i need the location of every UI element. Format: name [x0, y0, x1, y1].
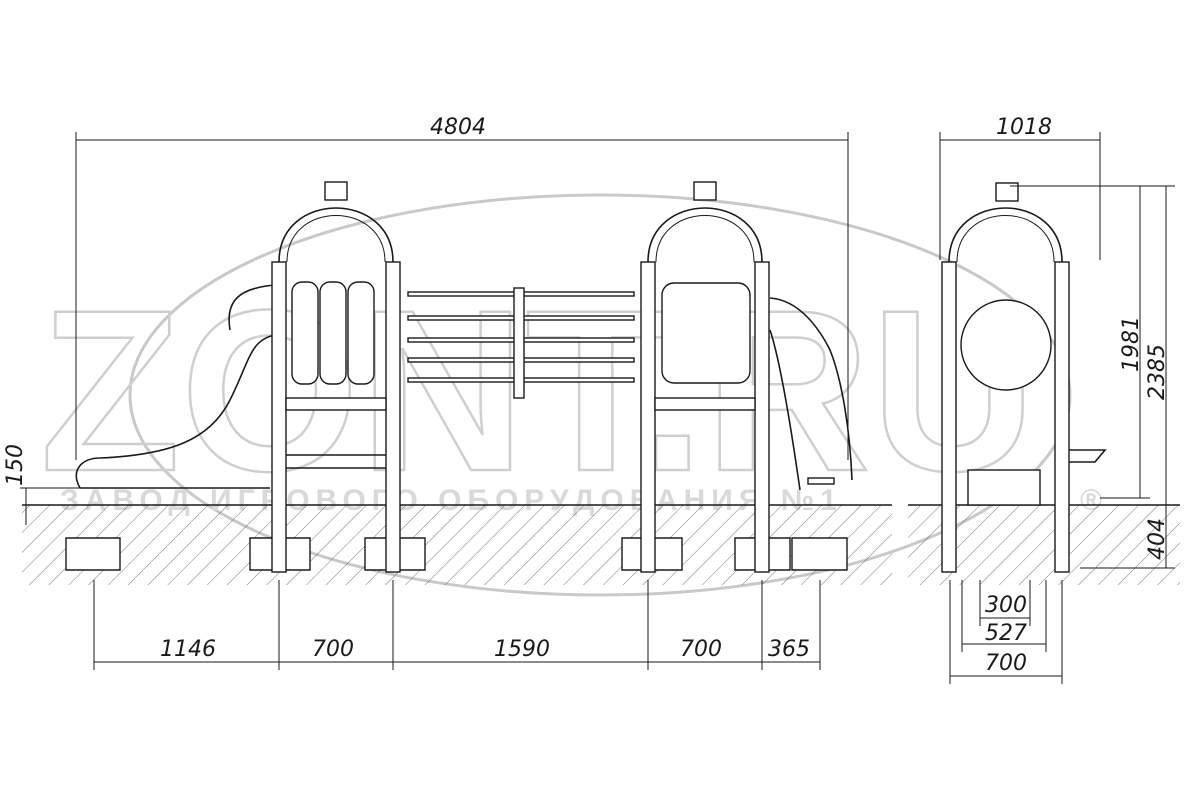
- dim-side-300: 300: [985, 593, 1027, 618]
- dim-spacing-2: 700: [312, 637, 354, 662]
- dim-overall-depth: 1018: [996, 115, 1052, 140]
- slide-left: [75, 284, 276, 489]
- dim-side-700: 700: [985, 651, 1027, 676]
- tower-right: [640, 181, 770, 573]
- dim-foundation-depth: 404: [1145, 518, 1170, 560]
- dim-spacing-4: 700: [680, 637, 722, 662]
- dim-height-1981: 1981: [1119, 316, 1144, 372]
- slide-right: [769, 297, 853, 491]
- dim-spacing-5: 365: [768, 637, 810, 662]
- foundations-front: [65, 537, 848, 571]
- dimensions-front: 4804 1146 700 1590 700 365 150: [3, 115, 849, 670]
- dim-overall-length: 4804: [430, 115, 486, 140]
- dim-spacing-1: 1146: [160, 637, 216, 662]
- dim-spacing-3: 1590: [494, 637, 550, 662]
- bridge: [407, 287, 635, 399]
- tower-left: [271, 181, 401, 573]
- dim-height-2385: 2385: [1145, 344, 1170, 400]
- side-view: [941, 182, 1107, 573]
- dim-side-527: 527: [985, 621, 1027, 646]
- dimensions-side: 1018 1981 2385 404 300 527 700: [939, 115, 1175, 684]
- dim-platform-height: 150: [3, 444, 28, 486]
- watermark-brand: ZONT.RU: [40, 262, 1037, 519]
